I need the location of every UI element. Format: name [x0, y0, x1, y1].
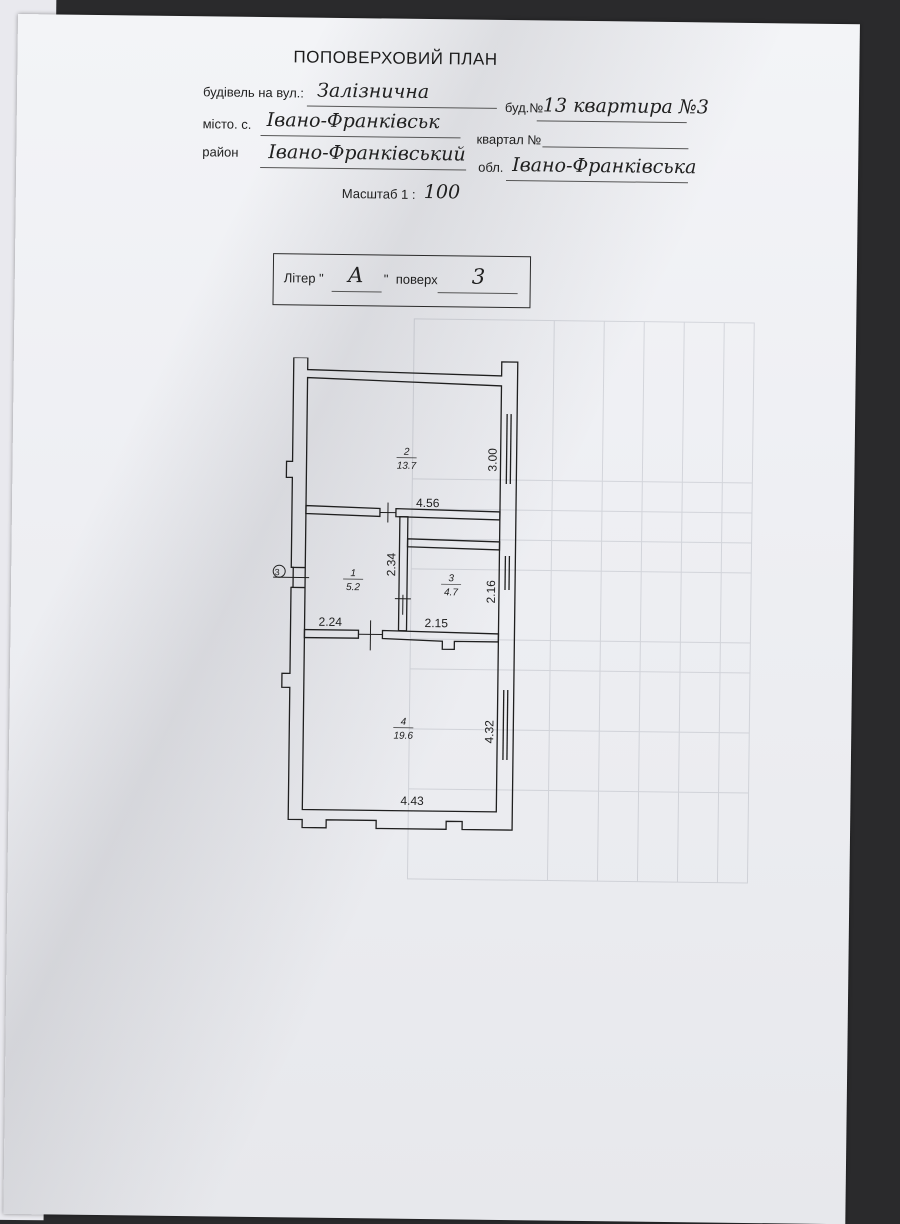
street-label: будівель на вул.:: [203, 84, 304, 100]
liter-underline: [332, 291, 382, 293]
liter-label: Літер ": [284, 270, 324, 285]
dim-3-00: 3.00: [485, 448, 499, 472]
district-underline: [260, 167, 466, 171]
floor-label: поверх: [396, 272, 438, 288]
region-label: обл.: [478, 160, 503, 175]
district-label: район: [202, 144, 238, 159]
room-2-area: 13.7: [397, 461, 417, 472]
floor-plan-drawing: 3 2 13.7 1 5.2 3 4.7 4 19.6 3.00 4.56 2.…: [266, 357, 532, 840]
dim-2-15: 2.15: [425, 616, 449, 630]
room-1-area: 5.2: [346, 582, 360, 593]
liter-floor-box: Літер " А " поверх 3: [272, 253, 531, 308]
liter-close-quote: ": [384, 271, 389, 286]
region-underline: [506, 180, 688, 183]
city-label: місто. с.: [203, 116, 252, 132]
liter-value: А: [348, 263, 364, 287]
room-1-number: 1: [350, 568, 356, 579]
dim-2-16: 2.16: [484, 580, 498, 604]
quarter-underline: [542, 146, 688, 149]
scale-label: Масштаб 1 :: [342, 186, 416, 202]
district-value: Івано-Франківський: [268, 141, 466, 165]
street-underline: [307, 106, 497, 109]
floor-underline: [438, 292, 518, 294]
dim-4-43: 4.43: [400, 794, 424, 808]
dim-4-56: 4.56: [416, 496, 440, 510]
room-2-number: 2: [403, 447, 410, 458]
city-underline: [261, 135, 461, 138]
room-4-number: 4: [401, 717, 407, 728]
building-value: 13 квартира №3: [543, 94, 709, 118]
dim-2-34: 2.34: [384, 553, 398, 577]
dim-2-24: 2.24: [319, 615, 343, 629]
room-4-area: 19.6: [393, 731, 413, 742]
entrance-marker: 3: [275, 567, 280, 577]
document-title: ПОПОВЕРХОВИЙ ПЛАН: [293, 47, 497, 69]
scale-value: 100: [424, 181, 461, 203]
floor-value: 3: [472, 265, 486, 289]
street-value: Залізнична: [317, 80, 429, 103]
quarter-label: квартал №: [476, 132, 541, 148]
building-label: буд.№: [505, 100, 544, 115]
room-3-number: 3: [448, 573, 454, 584]
region-value: Івано-Франківська: [512, 154, 696, 178]
dim-4-32: 4.32: [482, 720, 496, 744]
building-underline: [537, 120, 687, 123]
city-value: Івано-Франківськ: [267, 109, 440, 133]
room-3-area: 4.7: [444, 587, 458, 598]
document-sheet: ПОПОВЕРХОВИЙ ПЛАН будівель на вул.: Залі…: [3, 14, 860, 1224]
